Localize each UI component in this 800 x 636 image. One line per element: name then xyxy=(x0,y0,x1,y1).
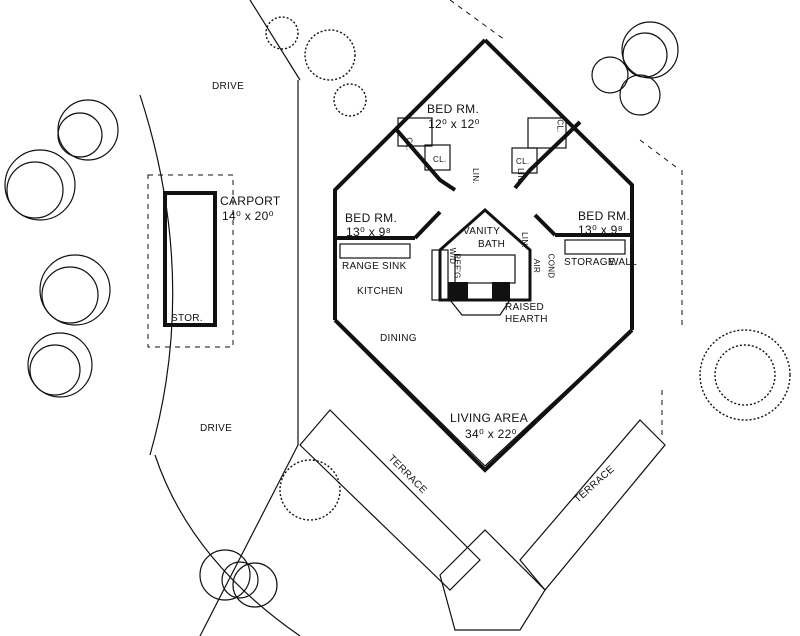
bed-right-name: BED RM. xyxy=(578,209,631,223)
fireplace-block xyxy=(448,282,468,300)
linen-label: LIN. xyxy=(470,168,480,184)
bed-top-size: 12⁰ x 12⁰ xyxy=(428,117,480,131)
drive-label-bottom: DRIVE xyxy=(200,423,233,434)
drive-curve-line xyxy=(139,94,174,456)
storage-wall-box xyxy=(564,239,626,255)
interior-wall xyxy=(533,213,557,237)
bath-label: BATH xyxy=(478,239,506,250)
closet-label: CL. xyxy=(433,155,447,164)
drive-edge-line xyxy=(249,0,301,81)
tub-fixture xyxy=(454,254,516,284)
hearth-outline xyxy=(448,299,512,316)
fireplace-block xyxy=(492,282,510,300)
terrace-corner xyxy=(439,529,546,631)
closet-box xyxy=(424,144,451,171)
washer-dryer-label: W/D xyxy=(448,247,458,265)
house-wall xyxy=(333,318,634,473)
drive-label-top: DRIVE xyxy=(212,81,245,92)
interior-wall xyxy=(513,120,582,190)
bed-left-name: BED RM. xyxy=(345,211,398,225)
window-line xyxy=(484,332,629,467)
dining-label: DINING xyxy=(380,333,417,344)
closet-box xyxy=(397,117,433,147)
bed-top-name: BED RM. xyxy=(427,102,480,116)
property-dashed-line xyxy=(449,0,506,41)
house-wall xyxy=(333,38,487,320)
closet-box xyxy=(527,117,567,149)
bed-left-size: 13⁰ x 9⁸ xyxy=(346,225,391,239)
living-name: LIVING AREA xyxy=(450,411,528,425)
carport-dashed xyxy=(147,174,234,348)
drive-edge-line xyxy=(199,444,299,636)
tree-cluster-right xyxy=(591,21,679,116)
raised-label: RAISED xyxy=(505,302,545,313)
terrace-left xyxy=(299,409,481,591)
tree-cluster-bottom xyxy=(199,549,278,608)
closet-box xyxy=(511,147,538,174)
kitchen-label: KITCHEN xyxy=(357,286,403,297)
carport-size: 14⁰ x 20⁰ xyxy=(222,209,274,223)
hearth-label: HEARTH xyxy=(505,314,548,325)
wall-label: WALL xyxy=(609,257,638,268)
carport-name: CARPORT xyxy=(220,194,281,208)
bed-right-size: 13⁰ x 9⁸ xyxy=(578,223,623,237)
vanity-label: VANITY xyxy=(463,226,501,237)
window-line xyxy=(339,322,486,467)
terrace-right xyxy=(519,419,666,591)
cond-label: COND xyxy=(546,253,556,279)
drive-curve-line xyxy=(154,454,301,636)
sink-label: SINK xyxy=(382,261,407,272)
shrub-starburst xyxy=(265,16,791,521)
air-label: AIR xyxy=(532,258,542,274)
closet-label: CL. xyxy=(404,137,414,151)
closet-label: CL. xyxy=(555,119,565,133)
property-dashed-line xyxy=(639,139,681,171)
linen-label: LIN. xyxy=(515,168,525,184)
refrigerator-box xyxy=(431,249,449,301)
stor-label: STOR. xyxy=(171,313,203,324)
interior-wall xyxy=(393,126,457,192)
linen-label: LIN. xyxy=(519,232,529,248)
house-wall xyxy=(483,38,634,330)
range-label: RANGE xyxy=(342,261,380,272)
kitchen-counter xyxy=(339,243,411,259)
closet-label: CL. xyxy=(516,157,530,166)
tree-cluster-left xyxy=(4,99,119,398)
storage-label: STORAGE xyxy=(564,257,615,268)
interior-wall xyxy=(413,210,442,240)
living-size: 34⁰ x 22⁰ xyxy=(465,427,517,441)
carport-wall xyxy=(163,191,217,327)
